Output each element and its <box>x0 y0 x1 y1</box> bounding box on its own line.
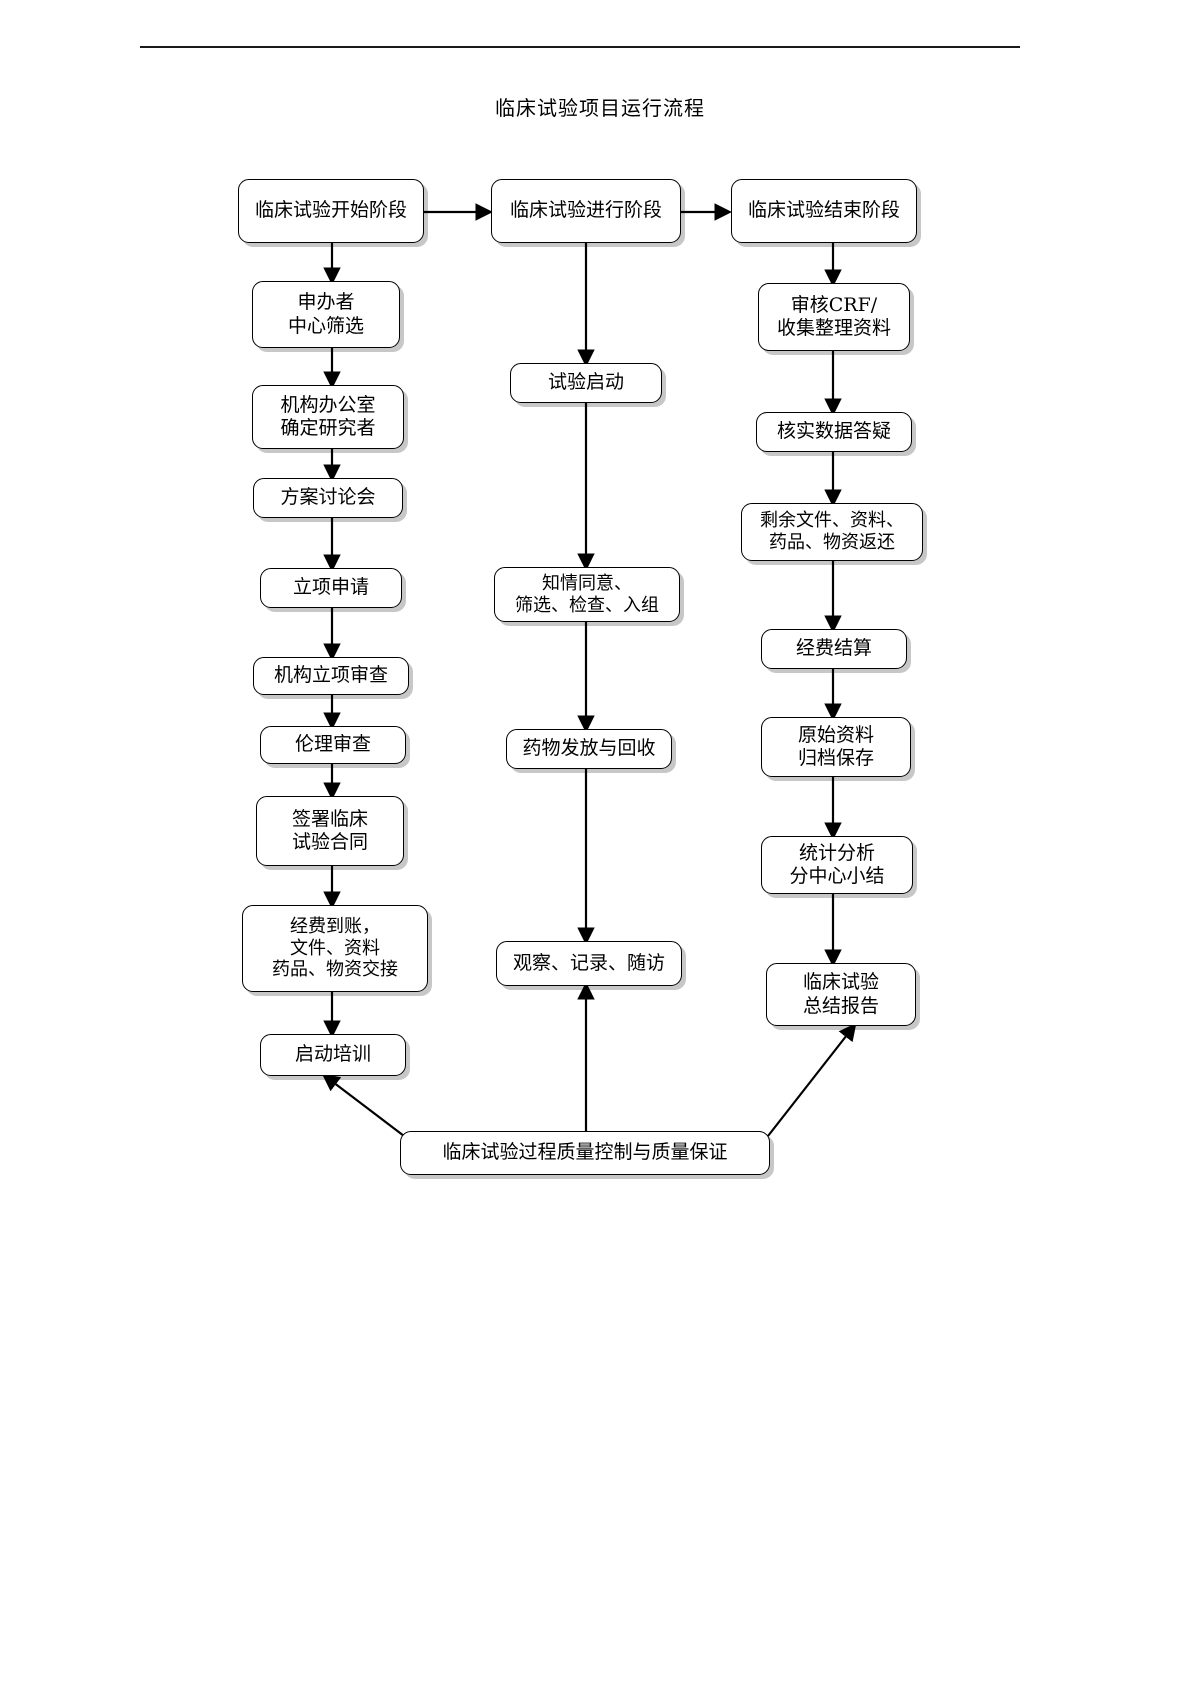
node-consent-screening-enrollment[interactable]: 知情同意、 筛选、检查、入组 <box>494 567 680 622</box>
node-project-application[interactable]: 立项申请 <box>260 568 402 608</box>
node-quality-control-assurance[interactable]: 临床试验过程质量控制与质量保证 <box>400 1131 770 1175</box>
node-review-crf-collect-data[interactable]: 审核CRF/ 收集整理资料 <box>758 283 910 351</box>
page-title: 临床试验项目运行流程 <box>495 96 705 120</box>
header-divider <box>140 46 1020 48</box>
node-trial-initiation[interactable]: 试验启动 <box>510 363 662 403</box>
node-protocol-discussion-meeting[interactable]: 方案讨论会 <box>253 478 403 518</box>
node-close-phase-header[interactable]: 临床试验结束阶段 <box>731 179 917 243</box>
node-verify-data-queries[interactable]: 核实数据答疑 <box>756 412 912 452</box>
node-startup-training[interactable]: 启动培训 <box>260 1034 406 1076</box>
node-office-determine-investigator[interactable]: 机构办公室 确定研究者 <box>252 385 404 449</box>
node-sponsor-center-screening[interactable]: 申办者 中心筛选 <box>252 281 400 348</box>
node-sign-trial-contract[interactable]: 签署临床 试验合同 <box>256 796 404 866</box>
node-funds-settlement[interactable]: 经费结算 <box>761 629 907 669</box>
node-observation-record-followup[interactable]: 观察、记录、随访 <box>496 941 682 986</box>
node-archive-source-documents[interactable]: 原始资料 归档保存 <box>761 717 911 777</box>
node-drug-dispensing-recovery[interactable]: 药物发放与回收 <box>506 729 672 769</box>
node-return-remaining-materials[interactable]: 剩余文件、资料、 药品、物资返还 <box>741 503 923 561</box>
node-funds-documents-handover[interactable]: 经费到账， 文件、资料 药品、物资交接 <box>242 905 428 992</box>
node-start-phase-header[interactable]: 临床试验开始阶段 <box>238 179 424 243</box>
node-ethics-review[interactable]: 伦理审查 <box>260 726 406 764</box>
edge-qc-to-c3-s7 <box>767 1022 857 1137</box>
edge-qc-to-c1-s9 <box>321 1073 405 1137</box>
node-institution-project-review[interactable]: 机构立项审查 <box>253 657 409 695</box>
node-conduct-phase-header[interactable]: 临床试验进行阶段 <box>491 179 681 243</box>
node-trial-final-report[interactable]: 临床试验 总结报告 <box>766 963 916 1026</box>
node-statistics-subcenter-summary[interactable]: 统计分析 分中心小结 <box>761 836 913 894</box>
